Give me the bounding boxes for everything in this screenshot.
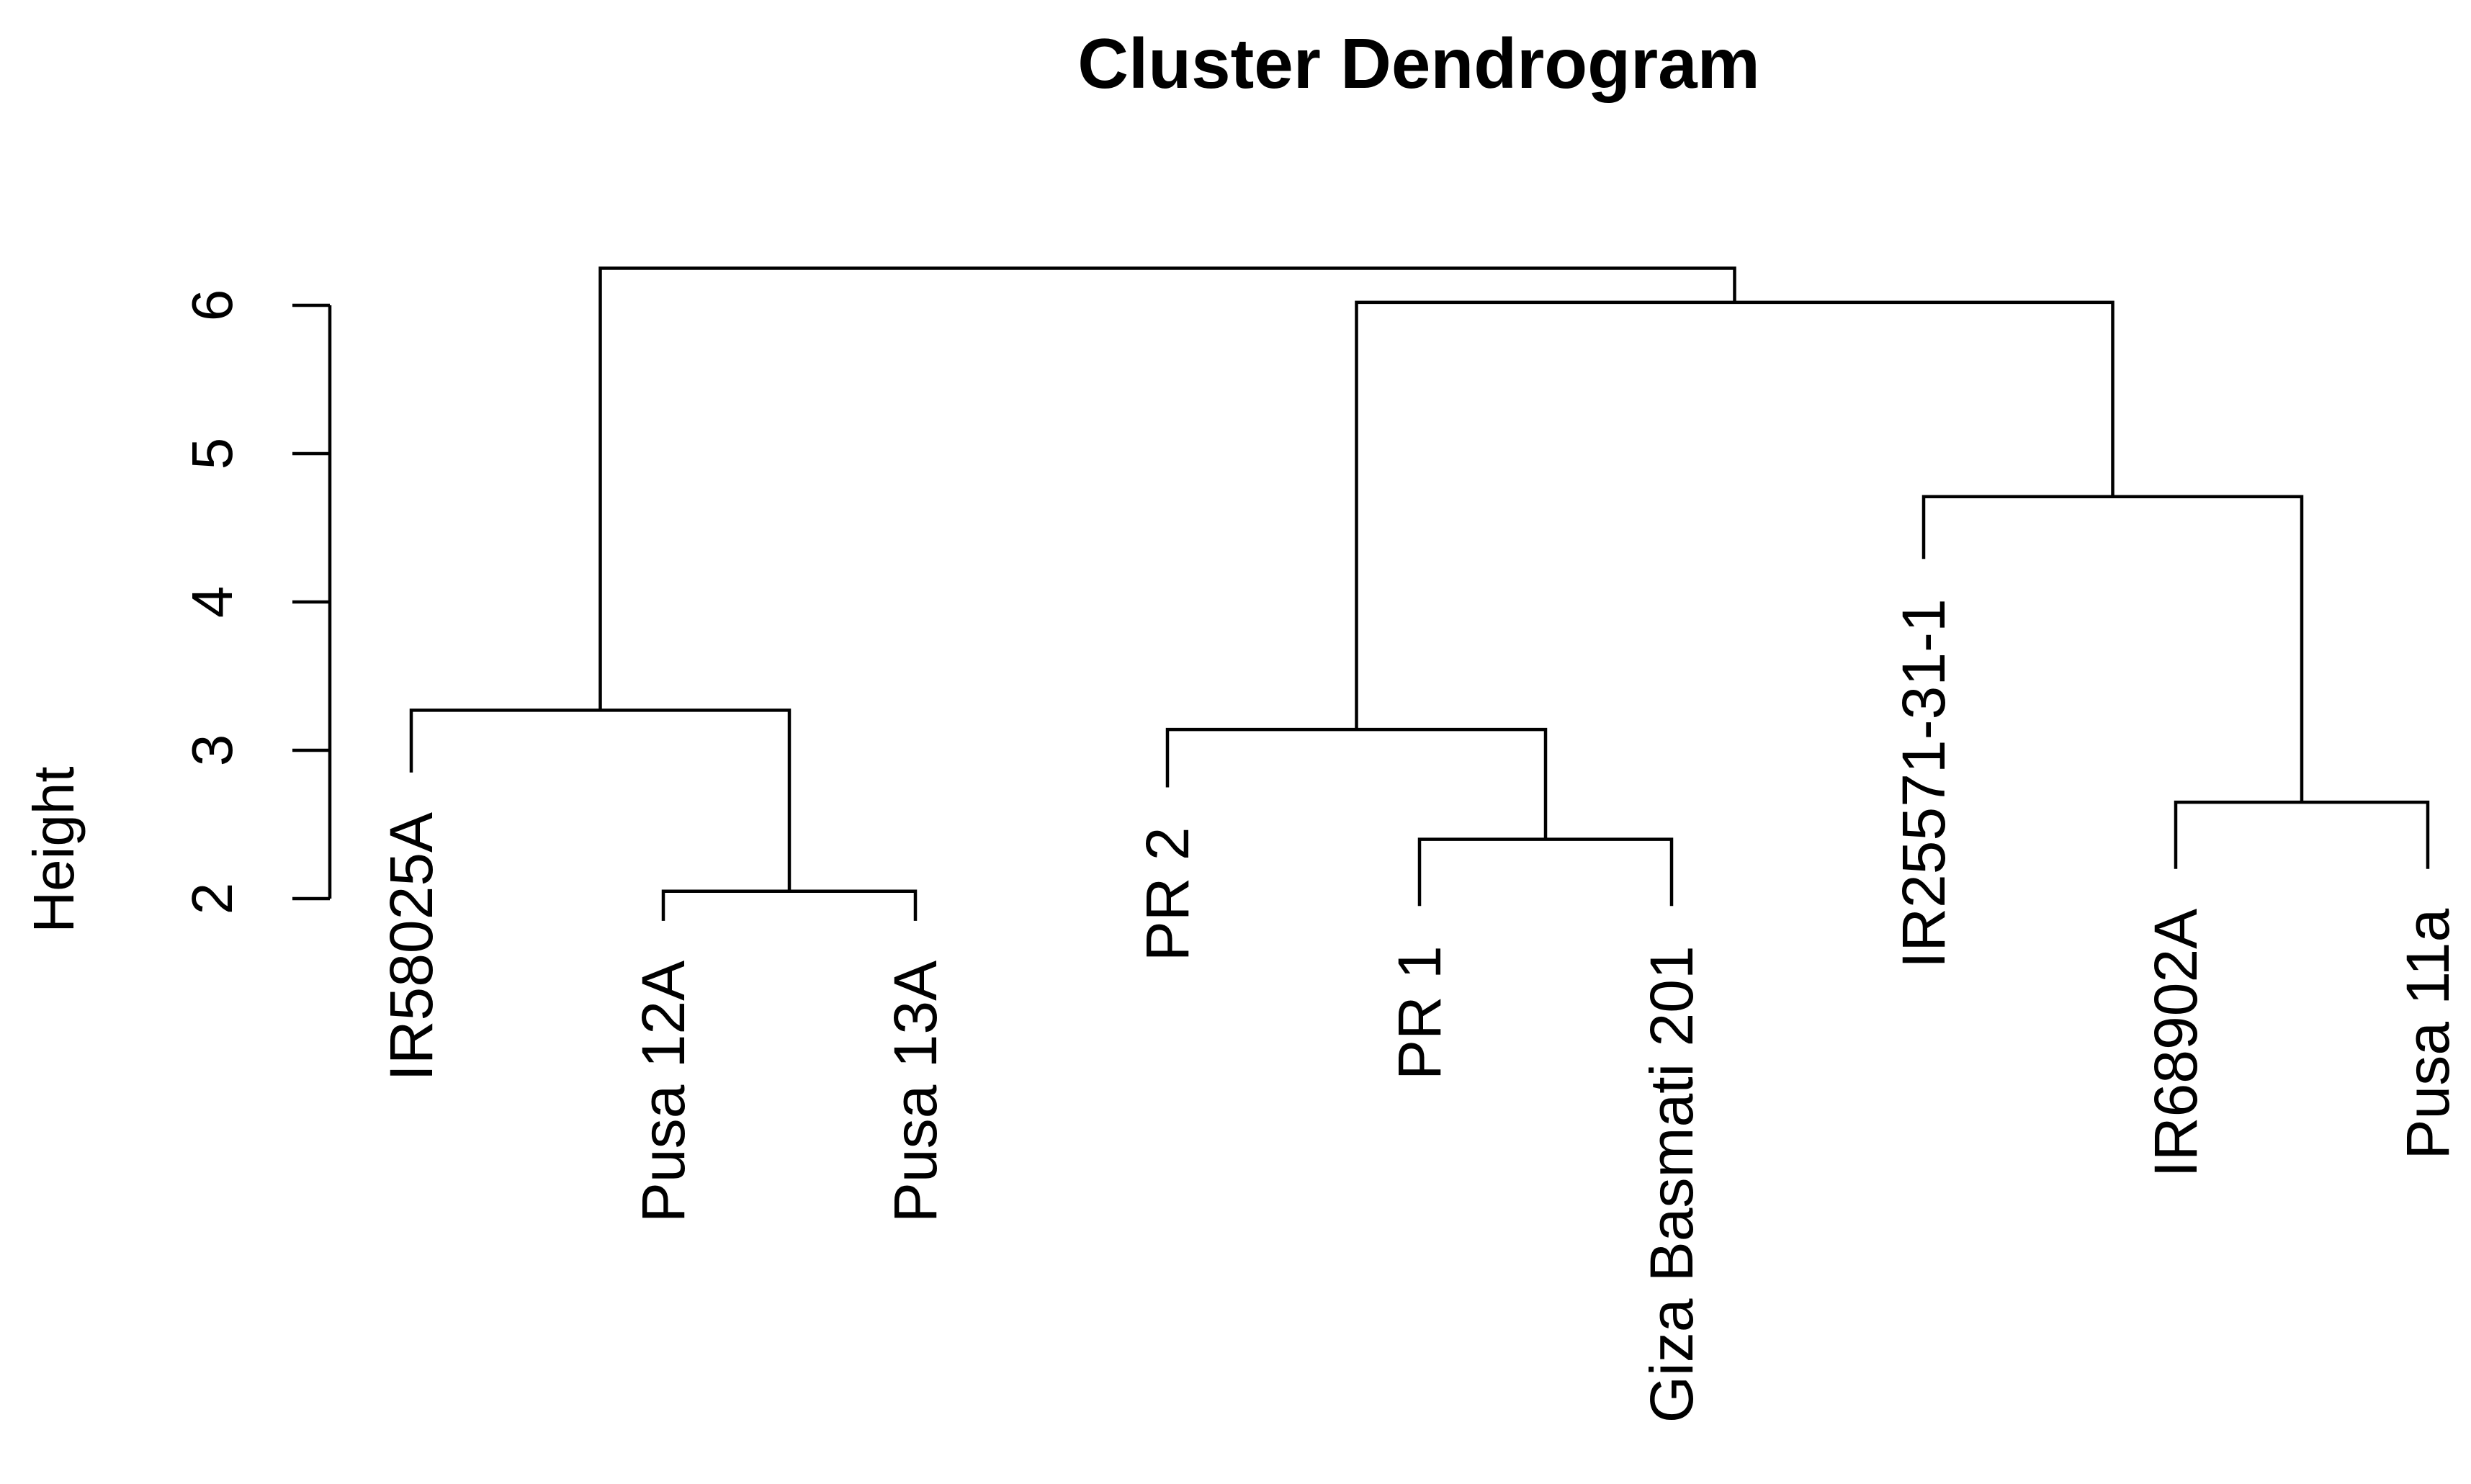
leaf-label: IR58025A [377, 812, 445, 1081]
y-tick-label: 2 [180, 883, 244, 915]
y-tick-label: 3 [180, 734, 244, 767]
leaf-label: Pusa 11a [2394, 909, 2462, 1160]
leaf-label: Giza Basmati 201 [1638, 945, 1705, 1423]
y-axis: 2 3 4 5 6 [180, 289, 332, 915]
chart-title: Cluster Dendrogram [1077, 24, 1760, 103]
leaf-label: IR68902A [2142, 909, 2210, 1178]
merge-branch [661, 889, 918, 921]
merge-branch [409, 709, 791, 891]
merge-branch [598, 266, 1736, 711]
merge-branch [1355, 300, 2115, 730]
merge-branch [1921, 495, 2304, 803]
dendrogram-branches [409, 266, 2430, 921]
y-axis-label: Height [22, 766, 86, 932]
merge-branch [1165, 727, 1548, 840]
y-tick-label: 6 [180, 289, 244, 322]
leaf-label: Pusa 12A [629, 961, 697, 1223]
y-tick-label: 4 [180, 586, 244, 619]
leaf-label: PR 2 [1134, 827, 1201, 962]
leaf-label: IR25571-31-1 [1890, 598, 1957, 968]
y-tick-label: 5 [180, 438, 244, 470]
merge-branch [1417, 837, 1674, 907]
leaf-label: PR 1 [1386, 945, 1453, 1080]
leaf-label: Pusa 13A [882, 961, 949, 1223]
merge-branch [2174, 800, 2430, 869]
leaf-labels: IR58025A Pusa 12A Pusa 13A PR 2 PR 1 Giza Bas… [377, 598, 2462, 1423]
